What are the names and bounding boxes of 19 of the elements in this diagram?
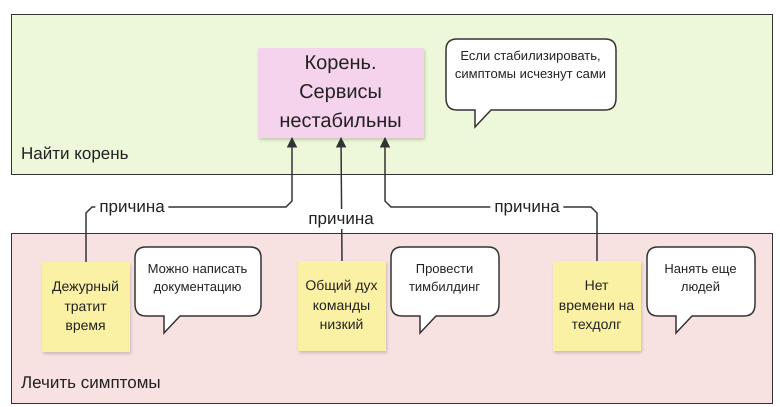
sticky-note <box>258 48 424 138</box>
area-panel <box>11 233 773 404</box>
note-text: Дежурный тратит время <box>51 277 120 336</box>
bubble-text: Можно написать документацию <box>146 260 248 296</box>
sticky-note <box>42 262 130 352</box>
sticky-note <box>298 260 386 350</box>
bubble-text: Если стабилизировать, симптомы исчезнут сами <box>454 46 608 84</box>
note-text: Нет времени на техдолг <box>558 276 636 334</box>
arrow <box>85 136 298 262</box>
note-text: Общий дух команды низкий <box>304 276 379 334</box>
arrow <box>380 136 598 261</box>
area-title: Найти корень <box>21 144 128 164</box>
note-text: Корень. Сервисы нестабильны <box>278 51 403 134</box>
area-panel <box>11 14 773 175</box>
area-title: Лечить симптомы <box>21 373 161 393</box>
bubble-text: Нанять еще людей <box>663 260 738 296</box>
sticky-note <box>552 260 640 350</box>
arrow <box>336 136 346 261</box>
bubble-text: Провести тимбилдинг <box>408 260 482 296</box>
